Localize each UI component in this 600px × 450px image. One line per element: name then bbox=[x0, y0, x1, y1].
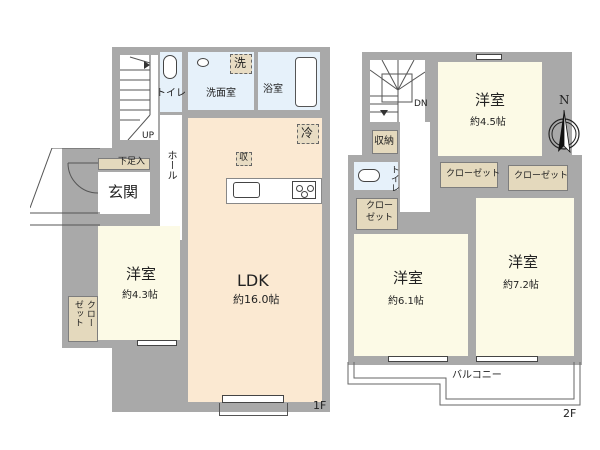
ldk-area: 約16.0帖 bbox=[233, 293, 280, 306]
stairs-dn-label: DN bbox=[414, 99, 428, 109]
western-room-6-1[interactable] bbox=[354, 234, 468, 356]
closet-2f-b-label: クローゼット bbox=[514, 171, 569, 181]
closet-2f-b[interactable] bbox=[508, 165, 568, 191]
washer-label: 洗 bbox=[234, 56, 247, 70]
western-room-4-5-label: 洋室 bbox=[475, 91, 506, 109]
floor-2f-label: 2F bbox=[563, 407, 577, 420]
window-room-1f bbox=[137, 340, 177, 346]
entrance-approach bbox=[30, 148, 100, 226]
shoe-storage[interactable] bbox=[98, 158, 150, 170]
ldk-label: LDK bbox=[237, 271, 269, 290]
stairs-1f bbox=[120, 55, 158, 140]
storage-label: 収 bbox=[239, 153, 249, 163]
closet-2f-small[interactable] bbox=[356, 198, 398, 230]
closet-2f-small-label-1: クロー bbox=[366, 201, 394, 211]
closet-2f-a-label: クローゼット bbox=[446, 169, 501, 179]
storage-spot bbox=[236, 152, 252, 166]
western-room-1f[interactable] bbox=[98, 226, 180, 340]
western-room-1f-label: 洋室 bbox=[126, 265, 157, 283]
corridor-2f bbox=[400, 122, 430, 212]
closet-2f-small-label-2: ゼット bbox=[366, 213, 394, 223]
window-room-6-1 bbox=[388, 356, 448, 362]
balcony-label: バルコニー bbox=[452, 370, 502, 381]
fridge-space bbox=[297, 124, 319, 144]
toilet-bowl-icon bbox=[163, 55, 177, 79]
stove-icon bbox=[292, 181, 316, 199]
washroom-label: 洗面室 bbox=[206, 88, 236, 99]
toilet-2f-label: トイレ bbox=[388, 165, 399, 192]
window-room-4-5 bbox=[476, 54, 502, 60]
stairs-up-label: UP bbox=[142, 131, 155, 141]
window-room-7-2 bbox=[476, 356, 538, 362]
fridge-label: 冷 bbox=[301, 126, 314, 140]
entrance-label: 玄関 bbox=[108, 183, 139, 201]
bathtub-icon bbox=[295, 57, 317, 107]
shoe-storage-label: 下足入 bbox=[118, 157, 146, 167]
kitchen-sink-icon bbox=[233, 182, 260, 198]
hall[interactable] bbox=[160, 115, 182, 240]
closet-1f-label-1: クロー bbox=[84, 300, 95, 327]
storage-2f[interactable] bbox=[372, 130, 398, 154]
ldk[interactable] bbox=[188, 118, 322, 402]
sink-icon bbox=[197, 58, 209, 67]
washer-space bbox=[230, 54, 252, 74]
hall-label: ホール bbox=[165, 150, 176, 180]
entrance[interactable] bbox=[98, 172, 150, 214]
bathroom-label: 浴室 bbox=[263, 84, 283, 95]
toilet-bowl-2f-icon bbox=[358, 169, 380, 182]
closet-1f[interactable] bbox=[68, 296, 98, 342]
western-room-6-1-label: 洋室 bbox=[393, 269, 424, 287]
compass-north-label: N bbox=[559, 93, 570, 107]
storage-2f-label: 収納 bbox=[374, 136, 394, 147]
western-room-7-2-label: 洋室 bbox=[508, 253, 539, 271]
closet-2f-a[interactable] bbox=[440, 162, 498, 188]
ldk-step bbox=[219, 403, 288, 416]
window-ldk-south bbox=[222, 395, 284, 403]
western-room-1f-area: 約4.3帖 bbox=[122, 290, 158, 301]
western-room-7-2-area: 約7.2帖 bbox=[503, 280, 539, 291]
toilet-1f-label: トイレ bbox=[156, 88, 186, 99]
western-room-4-5[interactable] bbox=[438, 62, 542, 156]
compass-icon bbox=[548, 109, 580, 154]
western-room-4-5-area: 約4.5帖 bbox=[470, 117, 506, 128]
western-room-6-1-area: 約6.1帖 bbox=[388, 296, 424, 307]
balcony[interactable] bbox=[346, 362, 586, 412]
closet-1f-label-2: ゼット bbox=[72, 300, 83, 327]
floor-1f-label: 1F bbox=[313, 399, 327, 412]
stairs-2f bbox=[370, 60, 425, 122]
western-room-7-2[interactable] bbox=[476, 198, 574, 356]
